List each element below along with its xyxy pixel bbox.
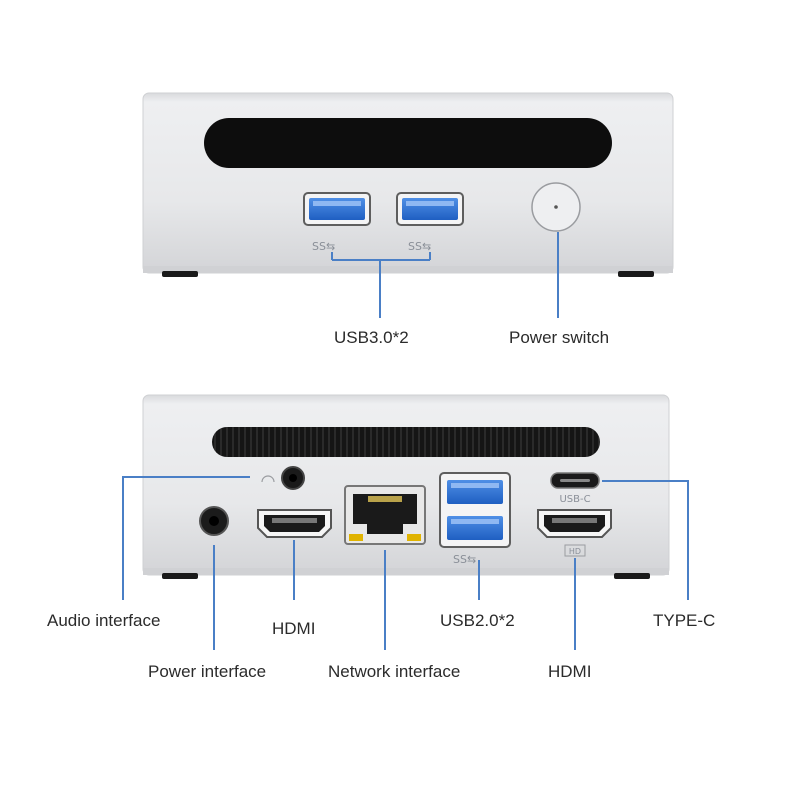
usb20-label: USB2.0*2 <box>440 611 515 630</box>
front-usb3-port-2 <box>396 192 464 226</box>
front-callouts <box>331 232 559 318</box>
usb-c-port-tongue <box>560 479 590 482</box>
hdmi-port-right <box>537 509 612 538</box>
front-vent-slot <box>204 118 612 168</box>
ethernet-port <box>344 485 426 545</box>
rear-callouts <box>122 476 689 650</box>
dc-power-jack-pin <box>209 516 219 526</box>
usb2-mark: SS⇆ <box>453 553 476 566</box>
hdmi-left-label: HDMI <box>272 619 316 638</box>
power-button-led <box>554 205 558 209</box>
rear-foot-right <box>614 573 650 579</box>
audio-jack-inner <box>289 474 297 482</box>
usb2-port-stack <box>439 472 511 548</box>
usb30-callout-line <box>331 252 431 318</box>
front-view-device: SS⇆ SS⇆ <box>142 92 674 277</box>
headphone-icon <box>261 475 275 483</box>
usb-c-mark: USB-C <box>559 494 590 505</box>
rear-case-bottom-edge <box>143 568 669 575</box>
network-interface-label: Network interface <box>328 662 461 681</box>
front-usb3-port-1 <box>303 192 371 226</box>
front-foot-right <box>618 271 654 277</box>
power-interface-label: Power interface <box>148 662 267 681</box>
rear-vent-grille <box>212 427 600 457</box>
hdmi-port-left <box>257 509 332 538</box>
hdmi-right-mark: HD <box>569 547 581 556</box>
usb30-label: USB3.0*2 <box>334 328 409 347</box>
rear-view-device: SS⇆ USB-C HD <box>142 394 670 579</box>
type-c-callout-line <box>602 480 689 600</box>
front-usb3-mark-2: SS⇆ <box>408 240 431 253</box>
audio-callout-line <box>122 476 250 600</box>
power-switch-label: Power switch <box>509 328 610 347</box>
type-c-label: TYPE-C <box>653 611 716 630</box>
front-case-bottom-edge <box>143 266 673 273</box>
audio-interface-label: Audio interface <box>47 611 161 630</box>
front-usb3-mark-1: SS⇆ <box>312 240 335 253</box>
hdmi-right-label: HDMI <box>548 662 592 681</box>
front-foot-left <box>162 271 198 277</box>
hdmi-right-mark-box <box>564 544 586 557</box>
rear-foot-left <box>162 573 198 579</box>
